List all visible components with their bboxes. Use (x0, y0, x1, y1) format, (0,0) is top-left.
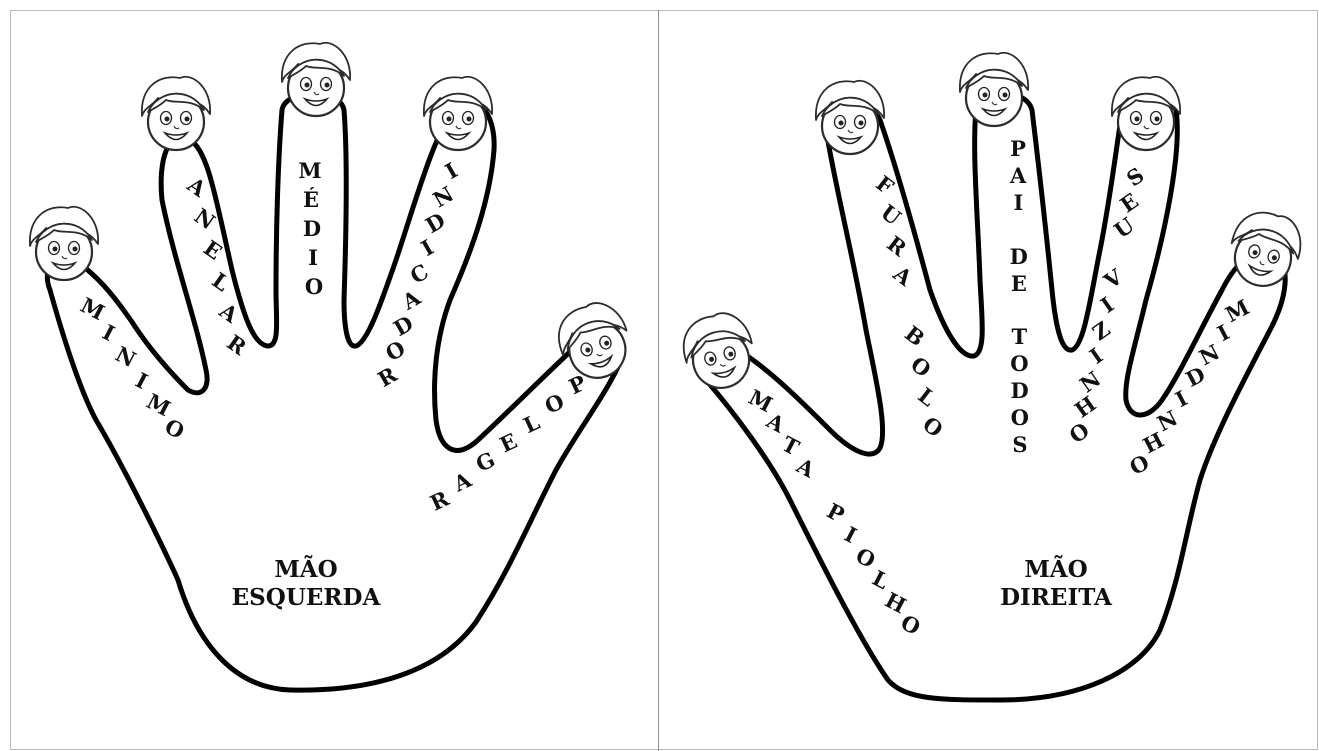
finger-label-letter: E (1007, 273, 1031, 297)
finger-label-letter: D (1008, 380, 1032, 404)
finger-label-letter: M (298, 160, 322, 184)
finger-label-letter: S (1008, 434, 1032, 458)
finger-label-letter: D (1007, 246, 1031, 270)
right-hand-title-line2: DIREITA (946, 584, 1166, 612)
finger-label-letter: O (1008, 407, 1032, 431)
finger-label-letter: É (299, 189, 323, 213)
left-hand-title: MÃO ESQUERDA (196, 556, 416, 611)
finger-label-letter: A (1006, 165, 1030, 189)
right-hand-title: MÃO DIREITA (946, 556, 1166, 611)
finger-label-letter: O (1007, 353, 1031, 377)
finger-label-letter: T (1007, 326, 1031, 350)
left-hand-title-line1: MÃO (196, 556, 416, 584)
right-hand-title-line1: MÃO (946, 556, 1166, 584)
left-hand-title-line2: ESQUERDA (196, 584, 416, 612)
finger-label-letter: P (1006, 138, 1030, 162)
finger-label-letter: D (300, 218, 324, 242)
finger-label-letter (1007, 299, 1031, 323)
child-face-icon (142, 77, 210, 150)
finger-label-letter: I (301, 247, 325, 271)
finger-label-letter: O (302, 276, 326, 300)
finger-label-letter: I (1006, 192, 1030, 216)
finger-label-letter (1007, 219, 1031, 243)
